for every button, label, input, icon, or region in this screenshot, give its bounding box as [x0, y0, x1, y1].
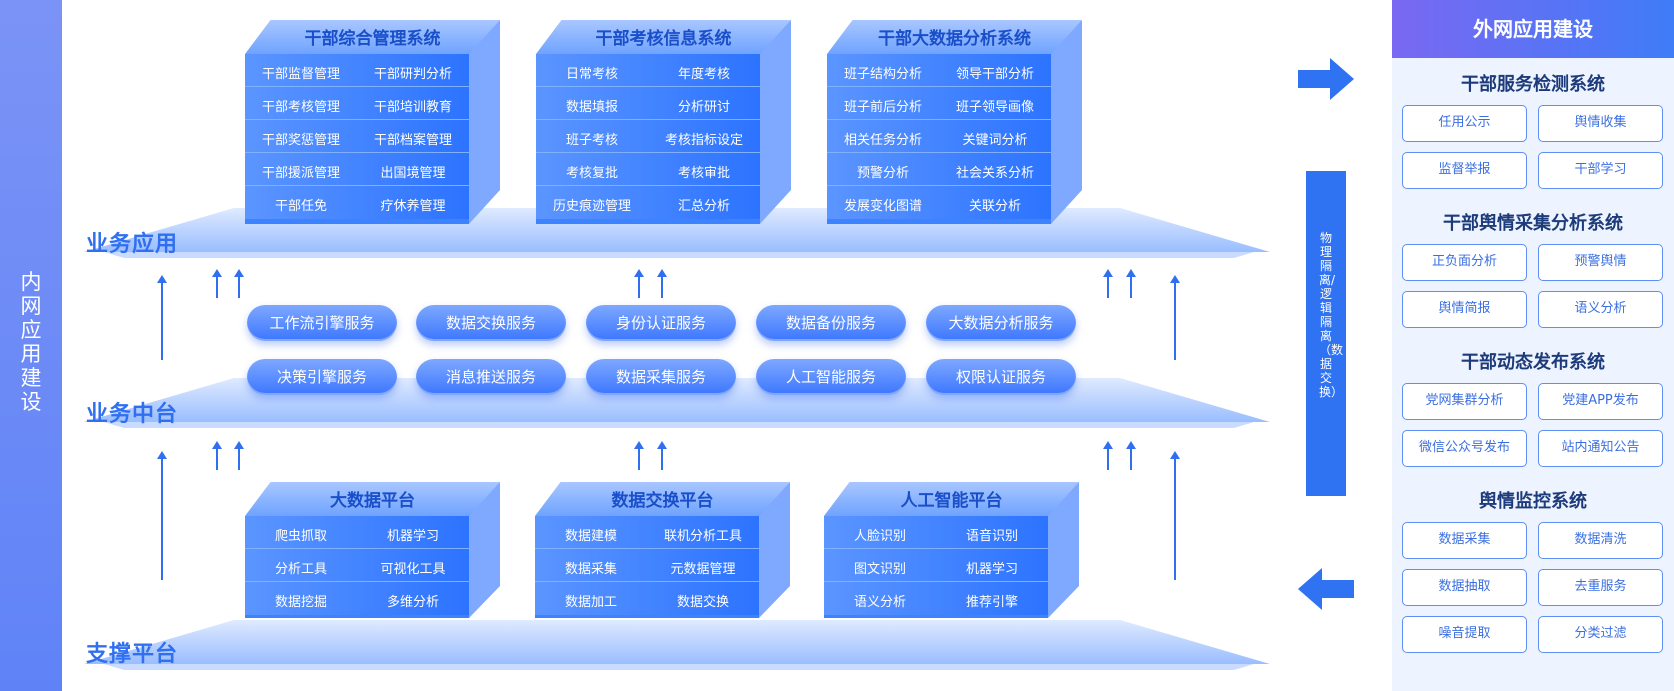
service-pill: 身份认证服务	[586, 305, 736, 341]
table-row: 班子考核考核指标设定	[536, 120, 760, 153]
table-row: 相关任务分析关键词分析	[827, 120, 1051, 153]
table-row: 干部考核管理干部培训教育	[245, 87, 469, 120]
item-button[interactable]: 任用公示	[1402, 105, 1527, 142]
service-pill: 人工智能服务	[756, 359, 906, 395]
service-pill: 大数据分析服务	[926, 305, 1076, 341]
isolation-label: 物理隔离/逻辑隔离（数据交换）	[1319, 231, 1344, 399]
item-button[interactable]: 党网集群分析	[1402, 383, 1527, 420]
item-button[interactable]: 语义分析	[1538, 291, 1663, 328]
item-button[interactable]: 数据清洗	[1538, 522, 1663, 559]
app-system-title: 干部大数据分析系统	[878, 29, 1031, 49]
layer-label-business-app: 业务应用	[86, 232, 179, 257]
table-row: 班子前后分析班子领导画像	[827, 87, 1051, 120]
platform-title: 人工智能平台	[900, 491, 1003, 511]
arrow-up-icon	[634, 441, 644, 470]
item-button[interactable]: 分类过滤	[1538, 616, 1663, 653]
platform-box-3: 人工智能平台 人脸识别语音识别 图文识别机器学习 语义分析推荐引擎	[824, 482, 1079, 624]
arrow-up-icon	[1170, 275, 1180, 360]
table-row: 语义分析推荐引擎	[824, 582, 1048, 615]
table-row: 分析工具可视化工具	[245, 549, 469, 582]
arrow-up-icon	[634, 269, 644, 298]
section-title: 干部舆情采集分析系统	[1443, 213, 1623, 234]
app-system-title: 干部综合管理系统	[304, 29, 441, 49]
table-row: 预警分析社会关系分析	[827, 153, 1051, 186]
extranet-header: 外网应用建设	[1392, 0, 1674, 58]
app-system-title: 干部考核信息系统	[595, 29, 732, 49]
item-button[interactable]: 去重服务	[1538, 569, 1663, 606]
service-pill: 数据采集服务	[586, 359, 736, 395]
arrow-up-icon	[234, 441, 244, 470]
item-button[interactable]: 站内通知公告	[1538, 430, 1663, 467]
arrow-up-icon	[212, 269, 222, 298]
item-button[interactable]: 微信公众号发布	[1402, 430, 1527, 467]
service-pill: 权限认证服务	[926, 359, 1076, 395]
platform-box-2: 数据交换平台 数据建模联机分析工具 数据采集元数据管理 数据加工数据交换	[535, 482, 790, 624]
item-button[interactable]: 党建APP发布	[1538, 383, 1663, 420]
isolation-bar: 物理隔离/逻辑隔离（数据交换）	[1306, 171, 1346, 496]
service-pill: 数据备份服务	[756, 305, 906, 341]
item-button[interactable]: 舆情收集	[1538, 105, 1663, 142]
item-button[interactable]: 数据采集	[1402, 522, 1527, 559]
table-row: 数据采集元数据管理	[535, 549, 759, 582]
section-title: 干部服务检测系统	[1461, 74, 1605, 95]
arrow-up-icon	[657, 441, 667, 470]
service-pill: 决策引擎服务	[247, 359, 397, 395]
table-row: 考核复批考核审批	[536, 153, 760, 186]
support-platform-plate	[84, 620, 1270, 670]
item-button[interactable]: 数据抽取	[1402, 569, 1527, 606]
table-row: 数据挖掘多维分析	[245, 582, 469, 615]
table-row: 干部任免疗休养管理	[245, 186, 469, 219]
layer-label-support-platform: 支撑平台	[86, 642, 179, 667]
section-title: 干部动态发布系统	[1461, 352, 1605, 373]
arrow-up-icon	[212, 441, 222, 470]
item-button[interactable]: 舆情简报	[1402, 291, 1527, 328]
service-pill: 数据交换服务	[416, 305, 566, 341]
item-button[interactable]: 正负面分析	[1402, 244, 1527, 281]
platform-box-1: 大数据平台 爬虫抓取机器学习 分析工具可视化工具 数据挖掘多维分析	[245, 482, 500, 624]
arrow-up-icon	[234, 269, 244, 298]
table-row: 干部援派管理出国境管理	[245, 153, 469, 186]
service-pill: 工作流引擎服务	[247, 305, 397, 341]
extranet-panel: 外网应用建设 干部服务检测系统 任用公示 舆情收集 监督举报 干部学习 干部舆情…	[1392, 0, 1674, 691]
app-system-box-2: 干部考核信息系统 日常考核年度考核 数据填报分析研讨 班子考核考核指标设定 考核…	[536, 20, 791, 228]
table-row: 历史痕迹管理汇总分析	[536, 186, 760, 219]
arrow-up-icon	[657, 269, 667, 298]
table-row: 数据建模联机分析工具	[535, 516, 759, 549]
app-system-box-1: 干部综合管理系统 干部监督管理干部研判分析 干部考核管理干部培训教育 干部奖惩管…	[245, 20, 500, 228]
platform-title: 大数据平台	[330, 491, 415, 511]
arrow-left-icon	[1298, 568, 1354, 610]
app-system-box-3: 干部大数据分析系统 班子结构分析领导干部分析 班子前后分析班子领导画像 相关任务…	[827, 20, 1082, 228]
arrow-up-icon	[1170, 451, 1180, 580]
table-row: 人脸识别语音识别	[824, 516, 1048, 549]
item-button[interactable]: 监督举报	[1402, 152, 1527, 189]
service-pill: 消息推送服务	[416, 359, 566, 395]
arrow-up-icon	[1103, 269, 1113, 298]
arrow-up-icon	[1126, 441, 1136, 470]
arrow-up-icon	[157, 275, 167, 360]
arrow-up-icon	[1126, 269, 1136, 298]
intranet-sidebar: 内网应用建设	[0, 0, 62, 691]
platform-title: 数据交换平台	[611, 491, 714, 511]
table-row: 干部监督管理干部研判分析	[245, 54, 469, 87]
arrow-up-icon	[157, 451, 167, 580]
table-row: 干部奖惩管理干部档案管理	[245, 120, 469, 153]
table-row: 数据加工数据交换	[535, 582, 759, 615]
table-row: 图文识别机器学习	[824, 549, 1048, 582]
table-row: 班子结构分析领导干部分析	[827, 54, 1051, 87]
item-button[interactable]: 噪音提取	[1402, 616, 1527, 653]
table-row: 爬虫抓取机器学习	[245, 516, 469, 549]
item-button[interactable]: 干部学习	[1538, 152, 1663, 189]
table-row: 数据填报分析研讨	[536, 87, 760, 120]
section-title: 舆情监控系统	[1479, 491, 1587, 512]
item-button[interactable]: 预警舆情	[1538, 244, 1663, 281]
table-row: 发展变化图谱关联分析	[827, 186, 1051, 219]
arrow-up-icon	[1103, 441, 1113, 470]
intranet-label: 内网应用建设	[20, 270, 42, 414]
arrow-right-icon	[1298, 58, 1354, 100]
table-row: 日常考核年度考核	[536, 54, 760, 87]
layer-label-business-middle: 业务中台	[86, 402, 179, 427]
